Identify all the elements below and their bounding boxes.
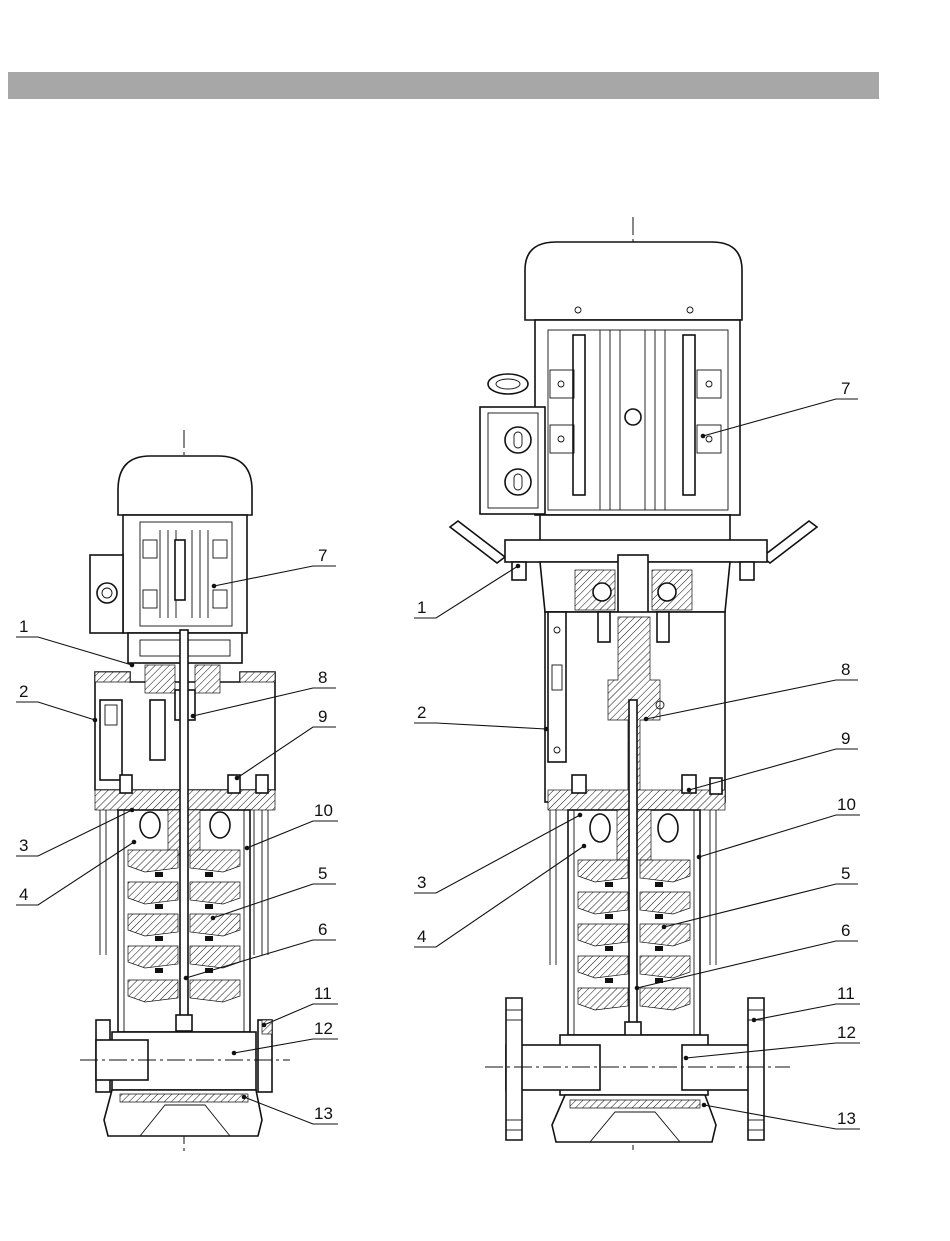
right-callout-7-label: 7 <box>841 379 850 398</box>
right-pump-drawing <box>450 217 817 1150</box>
left-callout-5-label: 5 <box>318 864 327 883</box>
left-callout-2: 2 <box>16 682 97 722</box>
left-pump-drawing <box>80 430 290 1155</box>
left-callout-2-label: 2 <box>19 682 28 701</box>
right-callout-5-label: 5 <box>841 864 850 883</box>
left-callout-13-label: 13 <box>314 1104 333 1123</box>
left-callout-3: 3 <box>16 808 134 856</box>
right-callout-12-label: 12 <box>837 1023 856 1042</box>
right-callout-3-label: 3 <box>417 873 426 892</box>
left-callout-3-label: 3 <box>19 836 28 855</box>
right-callout-2: 2 <box>414 703 548 731</box>
right-callout-11-label: 11 <box>837 984 855 1003</box>
right-callout-4: 4 <box>414 844 586 947</box>
right-callout-13: 13 <box>702 1103 860 1129</box>
left-callout-8-label: 8 <box>318 668 327 687</box>
right-callout-1: 1 <box>414 564 520 618</box>
right-callout-3: 3 <box>414 813 582 893</box>
left-callout-12-label: 12 <box>314 1019 333 1038</box>
right-callout-10-label: 10 <box>837 795 856 814</box>
left-callout-4-label: 4 <box>19 885 28 904</box>
right-callout-8-label: 8 <box>841 660 850 679</box>
left-callout-1-label: 1 <box>19 617 28 636</box>
right-callout-9-label: 9 <box>841 729 850 748</box>
left-callout-6-label: 6 <box>318 920 327 939</box>
right-callout-6-label: 6 <box>841 921 850 940</box>
right-callout-11: 11 <box>752 984 860 1022</box>
right-callout-4-label: 4 <box>417 927 426 946</box>
left-callout-9-label: 9 <box>318 707 327 726</box>
left-callout-10-label: 10 <box>314 801 333 820</box>
right-callout-1-label: 1 <box>417 598 426 617</box>
right-callout-2-label: 2 <box>417 703 426 722</box>
right-callout-13-label: 13 <box>837 1109 856 1128</box>
left-callout-11-label: 11 <box>314 984 332 1003</box>
left-callout-7-label: 7 <box>318 546 327 565</box>
